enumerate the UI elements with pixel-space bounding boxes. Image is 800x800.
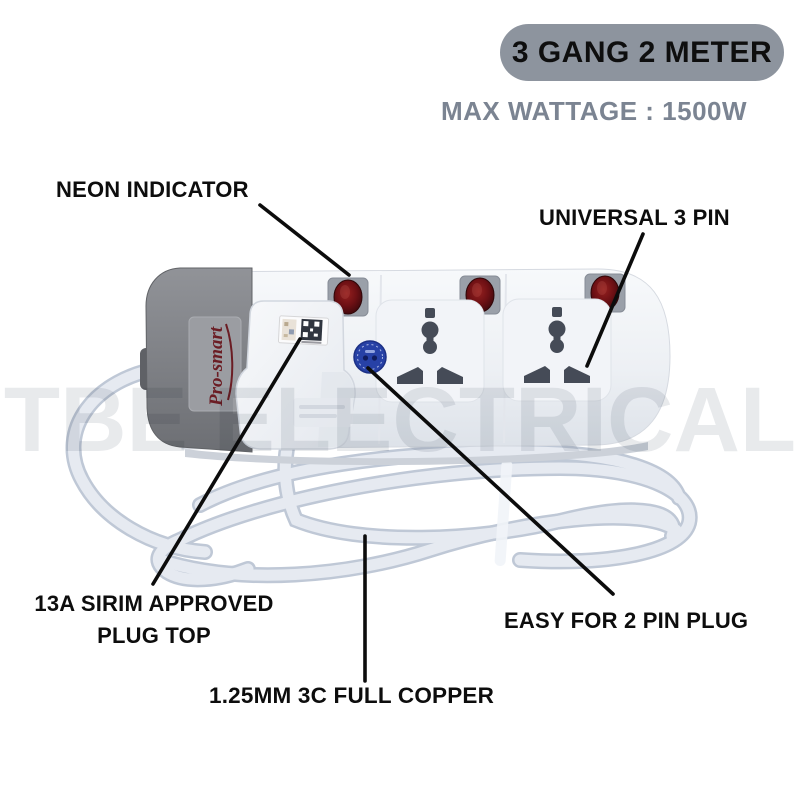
sirim-round-sticker — [353, 340, 387, 374]
universal-socket-2 — [375, 299, 485, 403]
product-variant-badge: 3 GANG 2 METER — [500, 24, 784, 81]
universal-socket-3 — [502, 298, 612, 402]
brand-text: Pro-smart — [206, 326, 227, 407]
cable-tie — [494, 460, 513, 566]
power-cable-coil — [65, 360, 698, 588]
strip-bottom-shadow — [185, 442, 648, 466]
label-full-copper: 1.25MM 3C FULL COPPER — [209, 683, 495, 708]
power-strip: Pro-smart — [140, 267, 671, 466]
plug-top — [235, 300, 356, 450]
brand-panel — [188, 316, 242, 412]
label-neon-indicator: NEON INDICATOR — [56, 177, 249, 202]
label-universal-3-pin: UNIVERSAL 3 PIN — [539, 205, 730, 230]
callout-line-neon — [258, 203, 351, 277]
brand-logo: Pro-smart — [206, 323, 234, 407]
label-sirim-line1: 13A SIRIM APPROVED — [34, 591, 274, 616]
callout-line-universal — [585, 232, 645, 368]
label-sirim-plug-top: 13A SIRIM APPROVED PLUG TOP — [16, 588, 292, 652]
callout-line-two-pin — [366, 366, 615, 596]
max-wattage-text: MAX WATTAGE : 1500W — [440, 96, 748, 126]
badge-text: 3 GANG 2 METER — [511, 35, 773, 69]
callout-lines — [151, 203, 645, 683]
callout-line-sirim — [151, 337, 302, 586]
end-cap: Pro-smart — [140, 267, 253, 453]
plug-spec-label — [293, 398, 353, 427]
label-easy-2-pin: EASY FOR 2 PIN PLUG — [504, 608, 749, 633]
label-sirim-line2: PLUG TOP — [97, 623, 211, 648]
sirim-qr-sticker — [277, 315, 330, 346]
